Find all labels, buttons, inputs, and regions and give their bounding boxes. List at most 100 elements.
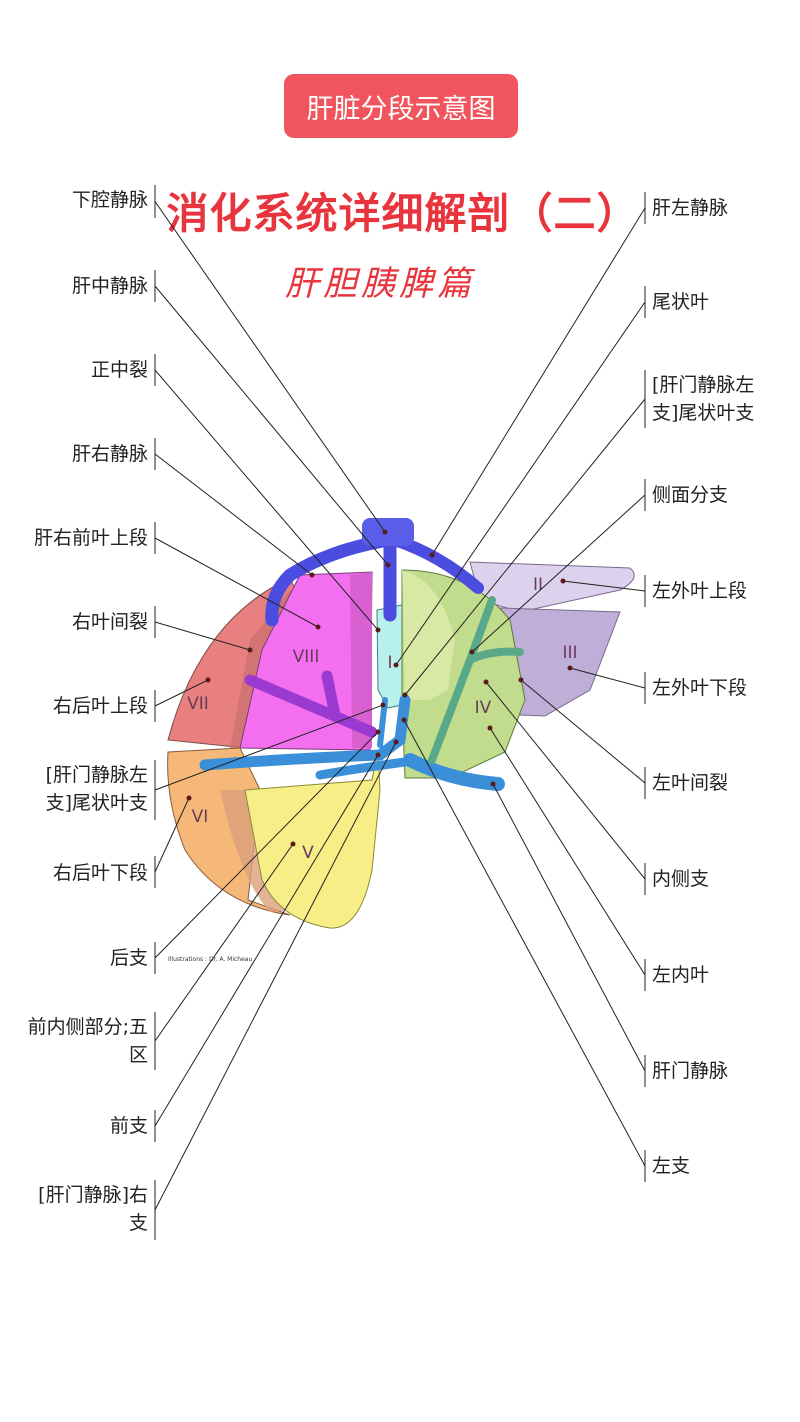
label-portal-vein: 肝门静脉 [652, 1060, 729, 1082]
label-right-fissure: 右叶间裂 [71, 611, 148, 633]
leader-dot [375, 627, 381, 633]
label-seg4: 左内叶 [652, 964, 710, 986]
leader-line [395, 301, 646, 666]
label-line: 支]尾状叶支 [652, 402, 755, 424]
label-medial-branch: 内侧支 [652, 868, 710, 890]
leader-dot [375, 729, 381, 735]
label-lateral-branch: 侧面分支 [652, 484, 729, 506]
label-line: 支 [128, 1212, 148, 1234]
label-caudate-branch-right: [肝门静脉左支]尾状叶支 [652, 371, 754, 427]
leader-line [154, 621, 251, 651]
label-posterior-branch: 后支 [109, 947, 148, 969]
segment-label-2: II [533, 575, 543, 595]
leader-line [485, 681, 646, 880]
leader-dot [567, 665, 573, 671]
leader-line [154, 453, 313, 576]
leader-dot [483, 679, 489, 685]
leader-dot [429, 552, 435, 558]
leader-dot [315, 624, 321, 630]
leader-lines [154, 185, 646, 1240]
label-seg3: 左外叶下段 [652, 677, 748, 699]
label-seg7: 右后叶上段 [52, 695, 148, 717]
label-line: [肝门静脉左 [45, 764, 148, 786]
segment-1 [376, 604, 403, 709]
leader-line [154, 741, 397, 1211]
segment-5 [244, 749, 381, 929]
leader-line [404, 398, 646, 696]
label-seg6: 右后叶下段 [52, 862, 148, 884]
leader-dot [309, 572, 315, 578]
leader-line [403, 719, 646, 1167]
segment-8 [239, 571, 373, 751]
label-line: 区 [128, 1044, 148, 1066]
title-badge: 肝脏分段示意图 [284, 74, 518, 138]
leader-line [520, 679, 646, 784]
leader-line [431, 207, 646, 556]
segment-label-4: IV [475, 698, 492, 718]
label-seg8: 肝右前叶上段 [33, 527, 148, 549]
leader-line [154, 754, 379, 1127]
segment-label-5: V [302, 843, 314, 863]
segment-label-3: III [562, 643, 577, 663]
label-line: 支]尾状叶支 [45, 792, 148, 814]
segment-label-6: VI [192, 807, 209, 827]
leader-dots [186, 529, 573, 847]
leader-dot [290, 841, 296, 847]
label-inferior-vena-cava: 下腔静脉 [71, 189, 148, 211]
leader-dot [490, 781, 496, 787]
leader-dot [382, 529, 388, 535]
label-left-branch: 左支 [652, 1155, 691, 1177]
label-line: [肝门静脉]右 [38, 1184, 148, 1206]
label-seg5: 前内侧部分;五区 [28, 1013, 148, 1069]
leader-line [562, 580, 646, 592]
page-subtitle: 肝胆胰脾篇 [285, 264, 475, 304]
page-title: 消化系统详细解剖（二） [166, 189, 640, 238]
leader-dot [401, 717, 407, 723]
leader-line [154, 679, 209, 707]
leader-line [154, 797, 190, 873]
label-line: 前内侧部分;五 [27, 1016, 148, 1038]
leader-line [154, 369, 379, 631]
leader-line [569, 667, 646, 689]
leader-line [471, 494, 646, 653]
segment-label-7: VII [187, 694, 209, 714]
leader-dot [560, 578, 566, 584]
leader-dot [402, 692, 408, 698]
leader-line [154, 843, 294, 1042]
leader-line [489, 727, 646, 976]
label-anterior-branch: 前支 [109, 1115, 148, 1137]
leader-dot [186, 795, 192, 801]
leader-line [492, 783, 646, 1072]
leader-line [154, 704, 384, 791]
label-left-hepatic-vein: 肝左静脉 [652, 197, 729, 219]
label-left-fissure: 左叶间裂 [652, 772, 729, 794]
leader-line [154, 537, 319, 628]
leader-line [154, 285, 389, 566]
leader-dot [247, 647, 253, 653]
leader-dot [205, 677, 211, 683]
leader-dot [393, 662, 399, 668]
leader-dot [375, 752, 381, 758]
segment-numerals: I II III IV V VI VII VIII [187, 575, 577, 863]
label-right-hepatic-vein: 肝右静脉 [71, 443, 148, 465]
leader-dot [518, 677, 524, 683]
label-caudate-lobe: 尾状叶 [652, 291, 710, 313]
segment-label-1: I [387, 653, 392, 673]
segment-2 [469, 561, 635, 613]
leader-line [154, 201, 386, 533]
label-caudate-branch-left: [肝门静脉左支]尾状叶支 [46, 761, 148, 817]
label-median-fissure: 正中裂 [90, 359, 148, 381]
leader-dot [393, 739, 399, 745]
leader-line [154, 731, 379, 959]
label-line: [肝门静脉左 [652, 374, 755, 396]
label-middle-hepatic-vein: 肝中静脉 [71, 275, 148, 297]
label-seg2: 左外叶上段 [652, 580, 748, 602]
leader-dot [469, 649, 475, 655]
leader-dot [385, 562, 391, 568]
label-right-portal-branch: [肝门静脉]右支 [38, 1181, 148, 1237]
segment-label-8: VIII [293, 647, 320, 667]
leader-dot [487, 725, 493, 731]
illustration-credit: Illustrations : Dr. A. Micheau [168, 956, 253, 963]
leader-dot [380, 702, 386, 708]
